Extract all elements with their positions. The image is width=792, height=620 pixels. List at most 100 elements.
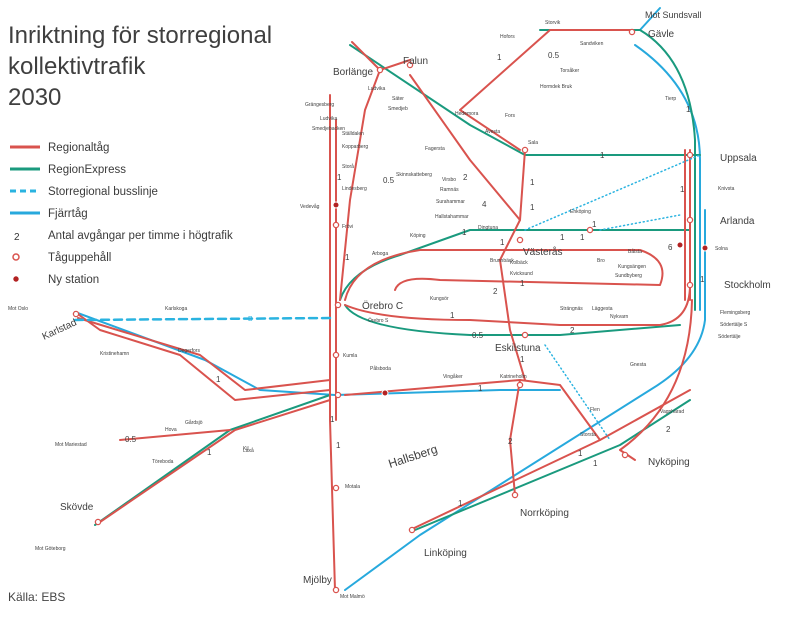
- map-label: 1: [337, 173, 342, 182]
- route-green-gavle-uppsala: [539, 29, 696, 311]
- route-red-gavle-sala: [459, 29, 631, 151]
- map-label: Lindesberg: [342, 186, 367, 192]
- map-label: Södertälje S: [720, 322, 748, 328]
- map-label: 1: [478, 384, 483, 393]
- stop-new-strangnas: [676, 241, 684, 249]
- legend-digit: 2: [14, 232, 20, 243]
- place-label: Stockholm: [724, 280, 771, 291]
- map-label: Mot Mariestad: [55, 442, 87, 448]
- map-label: 1: [530, 178, 535, 187]
- route-bus-karlstad-orebro: [73, 316, 332, 322]
- map-label: Flen: [590, 407, 600, 413]
- place-label: Borlänge: [333, 67, 373, 78]
- map-label: 2: [493, 287, 498, 296]
- map-label: Storå: [342, 163, 354, 170]
- route-blue-north: [639, 7, 661, 31]
- digit-icon: 2: [14, 232, 20, 243]
- stop-karlstad: [72, 310, 80, 318]
- stop-frovi: [332, 221, 340, 229]
- route-red-hallsberg-katrineholm: [344, 379, 601, 441]
- stop-orebro: [334, 301, 342, 309]
- route-green-linkoping: [414, 399, 691, 531]
- stop-eskilstuna: [521, 331, 529, 339]
- route-red-karlstad-orebro: [74, 311, 331, 401]
- map-label: Fagersta: [425, 146, 445, 152]
- legend-label: Fjärrtåg: [48, 208, 88, 220]
- map-legend: Regionaltåg RegionExpress Storregional b…: [10, 138, 270, 292]
- map-label: 1: [497, 53, 502, 62]
- map-label: 0.5: [125, 435, 137, 444]
- stop-falun: [406, 61, 414, 69]
- map-label: Södertälje: [718, 334, 741, 340]
- place-label: Arlanda: [720, 216, 755, 227]
- stop-stockholm: [686, 281, 694, 289]
- map-label: Skinnskatteberg: [396, 172, 432, 178]
- map-label: 6: [668, 243, 673, 252]
- place-label: Mjölby: [303, 575, 332, 586]
- place-label: Mot Sundsvall: [645, 10, 702, 20]
- map-label: Fors: [505, 113, 516, 119]
- place-label: Skövde: [60, 502, 94, 513]
- route-red-sala-vasteras: [499, 149, 526, 381]
- map-label: Grängesberg: [305, 102, 334, 108]
- stop-gavle: [628, 28, 636, 36]
- map-label: 1: [500, 238, 505, 247]
- stop-arlanda: [686, 216, 694, 224]
- map-label: Mot Oslo: [8, 306, 28, 312]
- map-label: Tierp: [665, 96, 676, 102]
- map-label: Bro: [597, 258, 605, 264]
- map-label: 2: [508, 437, 513, 446]
- map-label: 2: [463, 173, 468, 182]
- legend-item-stop: Tåguppehåll: [10, 248, 270, 270]
- map-label: Kil: [243, 446, 249, 452]
- map-label: 1: [216, 375, 221, 384]
- map-label: Arboga: [372, 251, 388, 257]
- map-label: Dingtuna: [478, 225, 498, 231]
- stop-norrkoping: [511, 491, 519, 499]
- map-label: Mot Göteborg: [35, 546, 66, 552]
- map-label: Bålsta: [628, 248, 642, 255]
- legend-label: RegionExpress: [48, 164, 126, 176]
- map-label: Örebro S: [368, 317, 389, 324]
- map-label: 2: [570, 326, 575, 335]
- place-label: Karlstad: [41, 317, 79, 342]
- map-label: Kolbäck: [510, 260, 528, 266]
- map-label: Ludvika: [368, 86, 385, 92]
- map-label: Torsåker: [560, 67, 580, 74]
- map-label: Surahammar: [436, 199, 465, 205]
- map-label: Frövi: [342, 224, 353, 230]
- map-label: Nykvarn: [610, 314, 629, 320]
- map-label: Avesta: [485, 129, 500, 135]
- map-label: 1: [530, 203, 535, 212]
- map-label: Köping: [410, 233, 426, 239]
- map-label: 1: [330, 415, 335, 424]
- map-label: Motala: [345, 484, 360, 490]
- route-red-borlange-frovi: [339, 69, 381, 301]
- legend-label: Regionaltåg: [48, 142, 110, 154]
- stop-katrineholm: [516, 381, 524, 389]
- map-label: Kumla: [343, 353, 357, 359]
- stop-nykoping: [621, 451, 629, 459]
- title-line-2: kollektivtrafik: [8, 53, 146, 80]
- map-label: 1: [462, 228, 467, 237]
- map-label: Ramnäs: [440, 187, 459, 193]
- legend-label: Ny station: [48, 274, 100, 286]
- legend-item-new-station: Ny station: [10, 270, 270, 292]
- map-label: Kvicksund: [510, 271, 533, 277]
- map-label: 1: [520, 355, 525, 364]
- map-label: Mot Malmö: [340, 594, 365, 600]
- map-label: 1: [592, 220, 597, 229]
- map-label: Knivsta: [718, 186, 735, 192]
- bus-label: B: [248, 316, 253, 323]
- map-label: Kopparberg: [342, 144, 368, 150]
- stop-new-vedevag: [332, 201, 340, 209]
- route-red-falun-vasteras: [409, 74, 521, 221]
- place-label: Hallsberg: [387, 442, 440, 471]
- route-bus-dotted-2: [599, 214, 681, 231]
- map-label: 1: [336, 441, 341, 450]
- stop-linkoping: [408, 526, 416, 534]
- map-label: Sala: [528, 140, 538, 146]
- map-label: Gårdsjö: [185, 419, 203, 426]
- route-red-malaren-loop-2: [344, 284, 691, 326]
